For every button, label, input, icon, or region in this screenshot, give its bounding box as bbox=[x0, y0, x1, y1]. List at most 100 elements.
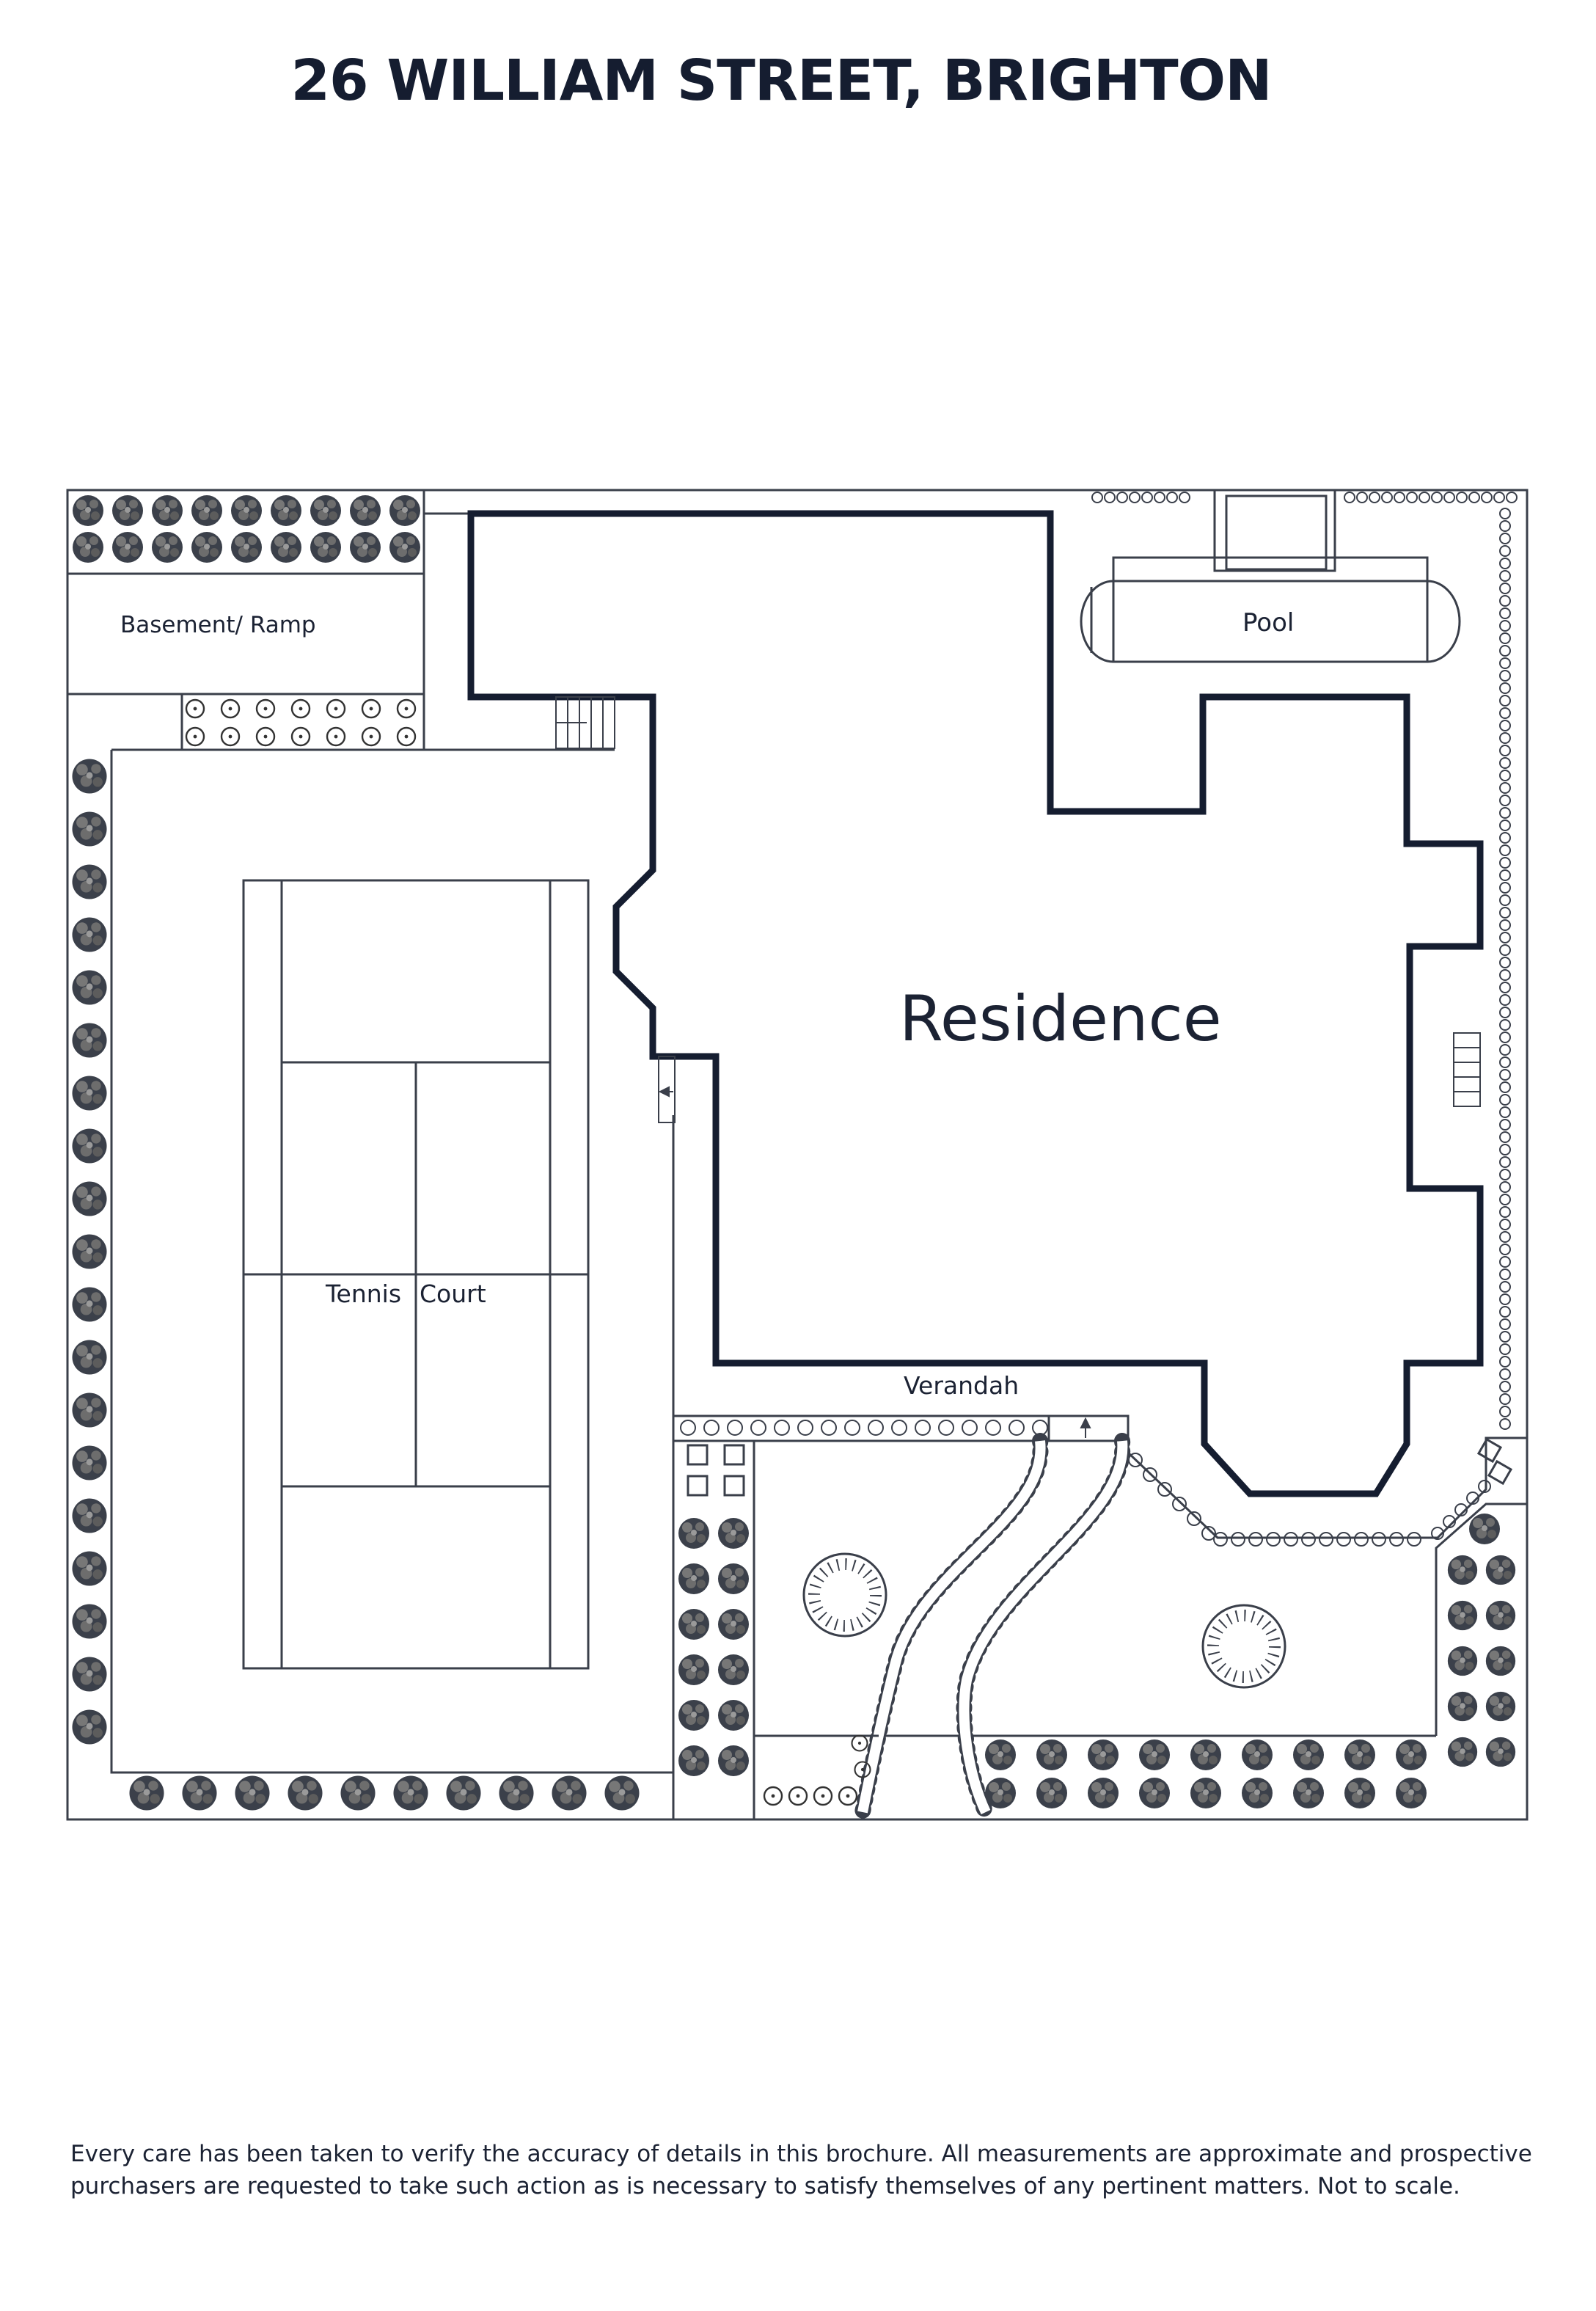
hedge-bead-icon bbox=[1499, 1244, 1511, 1255]
hedge-bead-icon bbox=[1499, 1356, 1511, 1368]
hedge-bead-icon bbox=[727, 1420, 743, 1436]
ring-icon bbox=[813, 1786, 833, 1806]
hedge-bead-icon bbox=[1354, 1532, 1369, 1547]
hedge-bead-icon bbox=[1499, 844, 1511, 856]
shrub-icon bbox=[678, 1563, 709, 1594]
door-arrow-icon bbox=[1080, 1417, 1091, 1438]
shrub-icon bbox=[1396, 1739, 1427, 1770]
hedge-beads bbox=[680, 492, 1518, 1547]
shrub-icon bbox=[72, 1287, 107, 1322]
shrub-icon bbox=[72, 1657, 107, 1692]
shrub-icon bbox=[271, 495, 301, 526]
hedge-bead-icon bbox=[1499, 632, 1511, 644]
shrub-icon bbox=[72, 1551, 107, 1586]
hedge-bead-icon bbox=[1499, 1032, 1511, 1043]
hedge-bead-icon bbox=[891, 1420, 907, 1436]
basement-ramp bbox=[66, 489, 469, 751]
hedge-bead-icon bbox=[1443, 492, 1455, 503]
hedge-bead-icon bbox=[1499, 1219, 1511, 1230]
garden-path bbox=[754, 1433, 1131, 1820]
hedge-bead-icon bbox=[1187, 1511, 1201, 1526]
shrub-icon bbox=[340, 1775, 376, 1811]
shrub-icon bbox=[1242, 1739, 1273, 1770]
shrub-icon bbox=[1088, 1778, 1119, 1808]
hedge-bead-icon bbox=[1499, 907, 1511, 919]
shrub-icon bbox=[310, 495, 341, 526]
hedge-bead-icon bbox=[1009, 1420, 1025, 1436]
shrub-icon bbox=[1293, 1778, 1324, 1808]
property-boundary bbox=[66, 489, 1529, 1821]
basement-rings bbox=[185, 698, 417, 747]
hedge-bead-icon bbox=[1499, 620, 1511, 632]
ring-icon bbox=[361, 698, 381, 719]
hedge-bead-icon bbox=[1407, 1532, 1421, 1547]
shrub-icon bbox=[182, 1775, 217, 1811]
hedge-bead-icon bbox=[1499, 807, 1511, 819]
hedge-bead-icon bbox=[750, 1420, 766, 1436]
shrub-icon bbox=[446, 1775, 481, 1811]
shrub-icon bbox=[72, 1181, 107, 1216]
hedge-bead-icon bbox=[1166, 492, 1178, 503]
hedge-bead-icon bbox=[1499, 1281, 1511, 1293]
shrub-icon bbox=[1139, 1778, 1170, 1808]
hedge-bead-icon bbox=[1104, 492, 1116, 503]
hedge-bead-icon bbox=[797, 1420, 813, 1436]
hedge-bead-icon bbox=[1499, 1081, 1511, 1093]
hedge-bead-icon bbox=[1468, 492, 1480, 503]
hedge-bead-icon bbox=[1116, 492, 1128, 503]
hedge-bead-icon bbox=[1499, 558, 1511, 569]
shrub-icon bbox=[1036, 1739, 1067, 1770]
hedge-bead-icon bbox=[703, 1420, 720, 1436]
shrub-icon bbox=[389, 495, 420, 526]
hedge-bead-icon bbox=[1231, 1532, 1245, 1547]
hedge-bead-icon bbox=[1499, 745, 1511, 756]
hedge-bead-icon bbox=[1499, 1268, 1511, 1280]
hedge-bead-icon bbox=[1499, 1056, 1511, 1068]
shrub-icon bbox=[1447, 1600, 1478, 1631]
shrub-icon bbox=[72, 864, 107, 899]
shrub-icon bbox=[72, 1445, 107, 1481]
hedge-bead-icon bbox=[1499, 520, 1511, 532]
hedge-bead-icon bbox=[1481, 492, 1493, 503]
hedge-bead-icon bbox=[1499, 1393, 1511, 1405]
hedge-bead-icon bbox=[1499, 1406, 1511, 1417]
shrub-icon bbox=[1242, 1778, 1273, 1808]
hedge-bead-icon bbox=[1213, 1532, 1228, 1547]
hedge-bead-icon bbox=[1499, 508, 1511, 519]
hedge-bead-icon bbox=[985, 1420, 1001, 1436]
shrub-icon bbox=[310, 532, 341, 563]
hedge-bead-icon bbox=[1141, 492, 1153, 503]
hedge-bead-icon bbox=[1301, 1532, 1316, 1547]
hedge-bead-icon bbox=[868, 1420, 884, 1436]
shrub-icon bbox=[191, 532, 222, 563]
hedge-bead-icon bbox=[1499, 1007, 1511, 1018]
ring-icon bbox=[396, 726, 417, 747]
hedge-bead-icon bbox=[1499, 795, 1511, 806]
hedge-bead-icon bbox=[1499, 595, 1511, 607]
shrub-icon bbox=[718, 1654, 749, 1685]
hedge-bead-icon bbox=[1499, 695, 1511, 707]
hedge-bead-icon bbox=[1499, 1231, 1511, 1243]
shrub-icon bbox=[678, 1518, 709, 1549]
hedge-bead-icon bbox=[1493, 492, 1505, 503]
hedge-bead-icon bbox=[1499, 583, 1511, 594]
shrub-icon bbox=[1344, 1739, 1375, 1770]
shrub-icon bbox=[72, 811, 107, 847]
stair-icon bbox=[1453, 1032, 1481, 1107]
hedge-bead-icon bbox=[1154, 492, 1165, 503]
ring-icon bbox=[851, 1734, 868, 1752]
shrub-icon bbox=[393, 1775, 428, 1811]
shrub-icon bbox=[1485, 1691, 1516, 1722]
shrub-icon bbox=[1447, 1737, 1478, 1767]
hedge-bead-icon bbox=[1499, 545, 1511, 557]
ring-icon bbox=[838, 1786, 858, 1806]
hedge-bead-icon bbox=[1499, 682, 1511, 694]
hedge-bead-icon bbox=[1406, 492, 1418, 503]
hedge-bead-icon bbox=[1499, 1418, 1511, 1430]
hedge-bead-icon bbox=[1372, 1532, 1386, 1547]
page-title: 26 WILLIAM STREET, BRIGHTON bbox=[290, 48, 1272, 114]
hedge-bead-icon bbox=[1499, 1106, 1511, 1118]
shrub-icon bbox=[72, 1392, 107, 1428]
shrub-icon bbox=[1485, 1600, 1516, 1631]
hedge-bead-icon bbox=[1248, 1532, 1263, 1547]
